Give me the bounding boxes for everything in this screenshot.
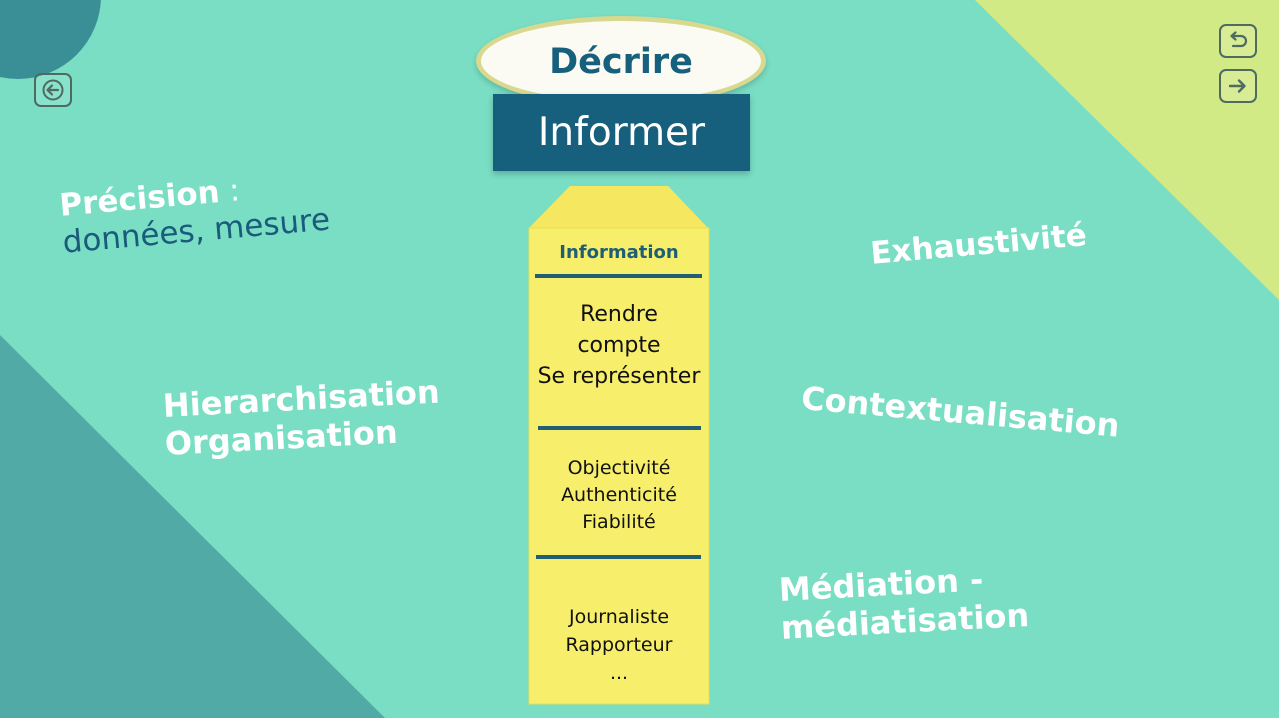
undo-icon (1230, 31, 1248, 48)
arrow-right-icon (1228, 79, 1246, 93)
title-oval: Décrire (476, 16, 766, 106)
undo-button[interactable] (1219, 24, 1257, 58)
column-text: ... (609, 662, 629, 684)
mediation-block: Médiation - médiatisation (778, 559, 1030, 647)
precision-colon: : (217, 172, 242, 210)
top-left-circle (0, 0, 101, 79)
column-text: Rendre (580, 302, 658, 327)
column-divider (535, 274, 702, 278)
banner-title: Informer (537, 110, 706, 155)
column-divider (536, 555, 701, 559)
column-header: Information (559, 242, 679, 263)
column-text: Fiabilité (582, 511, 656, 533)
column-text: Objectivité (567, 457, 671, 479)
column-text: Rapporteur (565, 634, 673, 656)
next-button[interactable] (1219, 69, 1257, 103)
section-qualities: Objectivité Authenticité Fiabilité (529, 455, 709, 536)
column-text: Se représenter (537, 364, 701, 389)
column-text: Journaliste (568, 606, 670, 628)
hierarchisation-block: Hierarchisation Organisation (162, 373, 443, 464)
arrow-left-icon (42, 79, 64, 101)
column-text: Authenticité (561, 484, 677, 506)
column-divider (538, 426, 701, 430)
banner: Informer (493, 94, 750, 171)
back-button[interactable] (34, 73, 72, 107)
column-text: compte (577, 333, 661, 358)
bottom-left-triangle (0, 335, 385, 718)
page-title: Décrire (549, 42, 693, 82)
section-rendre-compte: Rendre compte Se représenter (529, 299, 709, 392)
section-roles: Journaliste Rapporteur ... (529, 603, 709, 687)
top-right-triangle (975, 0, 1279, 300)
